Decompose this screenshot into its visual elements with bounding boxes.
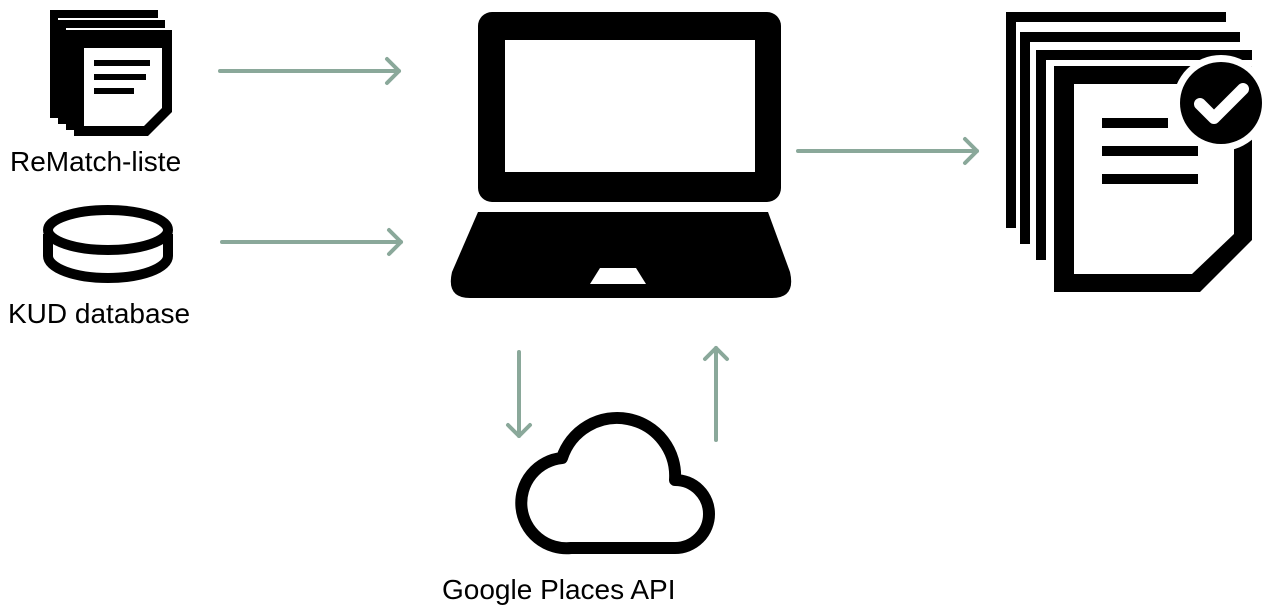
laptop-icon <box>450 12 792 298</box>
arrow-cloud-to-computer <box>703 346 729 442</box>
verified-documents-icon <box>1006 12 1262 292</box>
kud-database-label: KUD database <box>8 298 191 329</box>
google-places-api-label: Google Places API <box>442 574 676 605</box>
arrow-rematch-to-computer <box>218 57 401 85</box>
cloud-icon <box>515 412 715 555</box>
arrow-computer-to-output <box>796 137 979 165</box>
database-icon <box>43 205 173 283</box>
arrow-kud-to-computer <box>220 228 403 256</box>
rematch-list-label: ReMatch-liste <box>10 146 182 177</box>
stacked-documents-icon <box>50 10 172 136</box>
arrow-computer-to-cloud <box>506 350 532 438</box>
